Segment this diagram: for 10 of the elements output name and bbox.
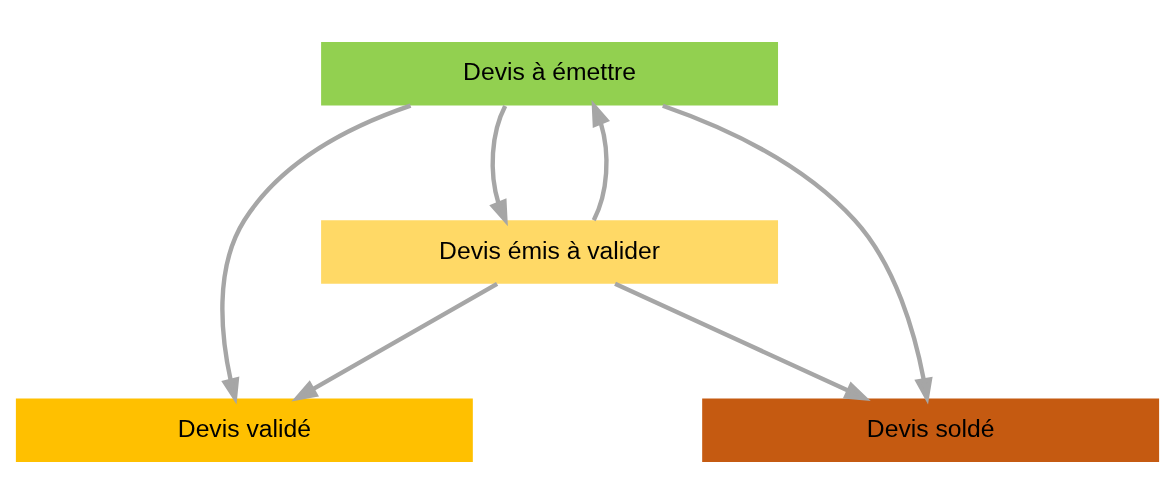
arrow bbox=[220, 103, 412, 405]
node-box: Devis émis à valider bbox=[321, 219, 779, 284]
arrow bbox=[591, 99, 610, 221]
arrow bbox=[614, 281, 871, 401]
node-box: Devis soldé bbox=[702, 397, 1160, 462]
arrow bbox=[662, 103, 933, 404]
arrow bbox=[291, 281, 499, 401]
node-box: Devis à émettre bbox=[321, 41, 779, 106]
arrow bbox=[489, 104, 508, 226]
node-box: Devis validé bbox=[15, 397, 473, 462]
